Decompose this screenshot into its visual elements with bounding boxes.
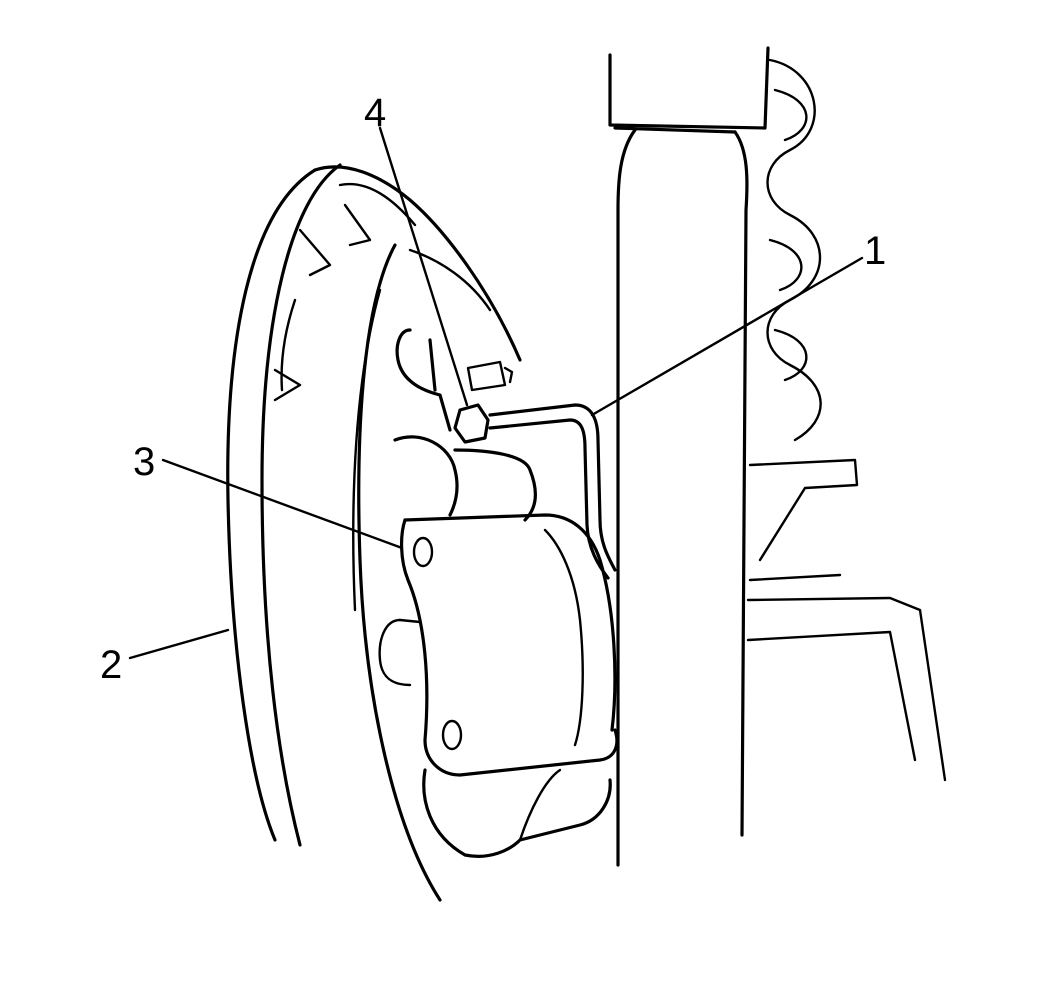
rotor-vane-2 <box>343 203 372 247</box>
caliper-guide-pin <box>378 618 412 687</box>
leader-line-1 <box>590 256 864 417</box>
brake-rotor <box>226 163 522 902</box>
brake-line-outer <box>488 403 617 572</box>
coil-spring-inner-c <box>773 328 808 382</box>
brake-line-fitting <box>453 403 490 444</box>
caliper-body-outline <box>400 518 619 777</box>
caliper-upper-bolt-boss <box>395 328 452 432</box>
strut-upper-block <box>608 46 770 130</box>
rotor-vane-4 <box>280 298 297 392</box>
caliper-bracket-lower-inner <box>518 768 562 842</box>
bleeder-tip <box>503 366 514 384</box>
rotor-top-arc <box>313 165 522 362</box>
bleeder-screw <box>466 360 507 392</box>
caliper-housing-top <box>453 448 538 522</box>
rotor-vane-1 <box>298 228 332 277</box>
rotor-outer-edge <box>226 168 317 842</box>
lower-arm-outline <box>746 596 947 782</box>
caliper-guide-pin-top <box>398 618 422 624</box>
lower-arm-inner <box>746 630 917 762</box>
callout-4: 4 <box>364 91 386 135</box>
strut-tube-right-edge <box>733 130 749 837</box>
caliper-bracket-lower <box>422 768 612 858</box>
rotor-outer-edge-2 <box>260 163 342 847</box>
strut-assembly <box>608 46 947 867</box>
brake-hose-assembly <box>453 360 617 580</box>
strut-tube-left-edge <box>616 128 637 867</box>
leader-line-3 <box>161 458 404 550</box>
brake-caliper <box>378 328 619 858</box>
caliper-knuckle-top <box>393 435 459 517</box>
callout-1: 1 <box>864 229 886 273</box>
knuckle-lower-edge <box>748 573 842 582</box>
coil-spring <box>766 58 822 442</box>
leader-line-4 <box>378 126 469 407</box>
caliper-piston-edge <box>543 528 584 747</box>
coil-spring-inner-b <box>768 238 803 292</box>
caliper-body-top-right <box>403 513 617 732</box>
rotor-face-inner-2 <box>352 288 382 612</box>
leader-line-2 <box>128 628 230 660</box>
coil-spring-inner-a <box>773 88 808 142</box>
callout-3: 3 <box>133 440 155 484</box>
caliper-upper-hole <box>412 536 434 568</box>
callout-2: 2 <box>100 643 122 687</box>
caliper-upper-slot <box>428 338 437 392</box>
caliper-lower-hole <box>441 719 463 751</box>
knuckle-bracket <box>748 458 859 562</box>
brake-line-inner <box>488 418 610 580</box>
rotor-vane-3 <box>273 368 302 402</box>
